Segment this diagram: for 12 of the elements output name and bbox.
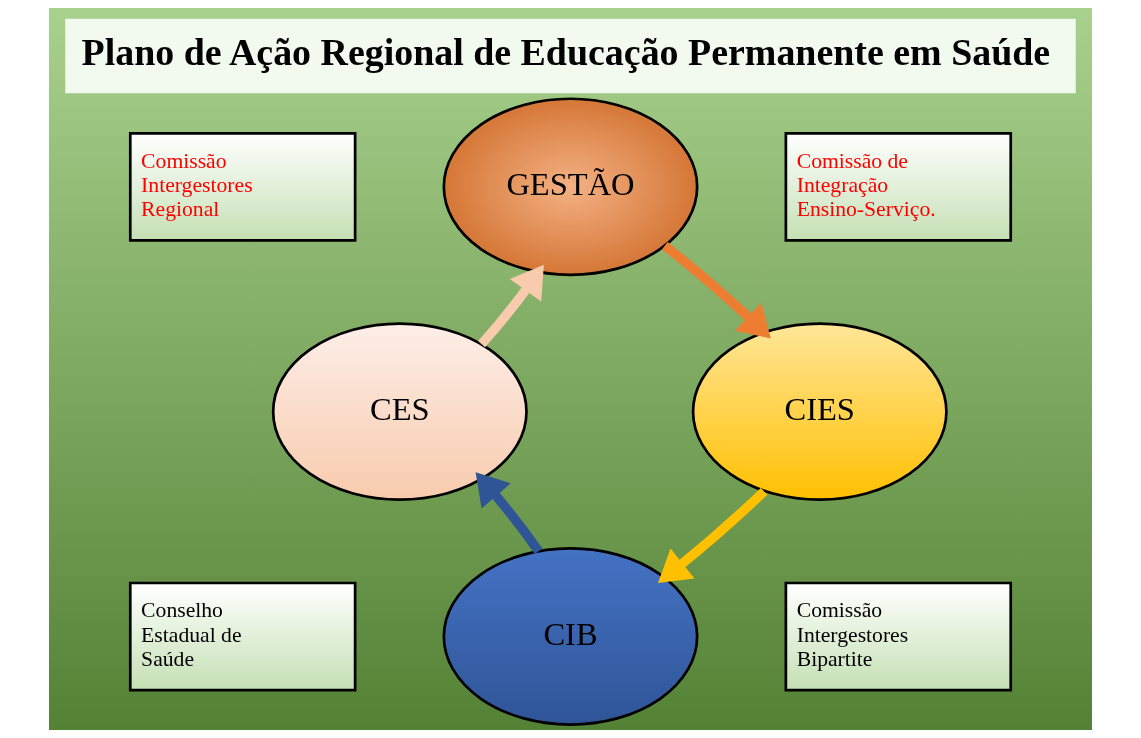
arrow [657,487,768,584]
node-ellipse: GESTÃO [442,97,699,277]
node-ellipse: CES [271,322,528,502]
diagram-title: Plano de Ação Regional de Educação Permanente em Saúde [81,30,1051,73]
node-box: Comissão de Integração Ensino-Serviço. [784,131,1013,242]
node-box: Conselho Estadual de Saúde [128,581,357,692]
arrow [478,264,544,348]
node-ellipse: CIES [691,322,948,502]
node-box: Comissão Intergestores Bipartite [784,581,1013,692]
arrow [475,472,543,554]
node-box: Comissão Intergestores Regional [128,131,357,242]
arrow [661,241,771,339]
